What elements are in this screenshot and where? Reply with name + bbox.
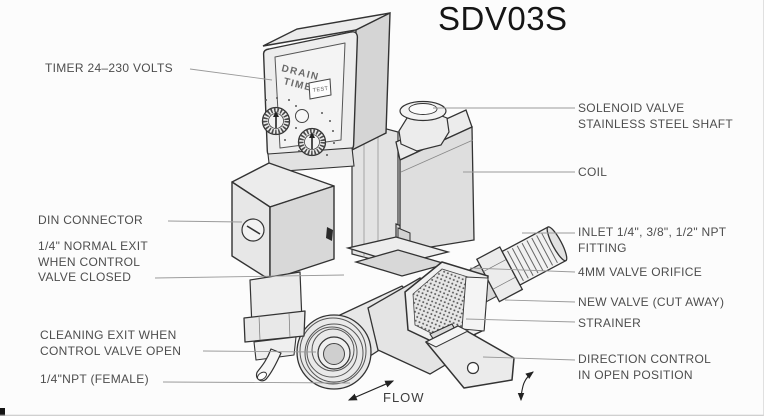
label-solenoid-valve: SOLENOID VALVE STAINLESS STEEL SHAFT xyxy=(578,101,734,131)
handle-hole xyxy=(466,361,480,375)
label-direction-control: DIRECTION CONTROL IN OPEN POSITION xyxy=(578,352,712,382)
din-connector-box xyxy=(231,162,335,382)
label-coil: COIL xyxy=(578,165,608,179)
label-timer-volts: TIMER 24–230 VOLTS xyxy=(45,61,173,75)
leader-orifice xyxy=(469,267,576,273)
leader-lines xyxy=(154,68,576,384)
leader-new-valve xyxy=(504,299,576,303)
lever-swing-arrow xyxy=(517,371,534,402)
din-right-face xyxy=(269,185,335,281)
flow-direction-arrow xyxy=(347,380,395,401)
leader-direction xyxy=(482,356,576,361)
timer-scale-ticks xyxy=(265,97,335,156)
label-inlet-fitting: INLET 1/4", 3/8", 1/2" NPT FITTING xyxy=(578,225,727,255)
leader-normal-exit xyxy=(154,274,345,279)
label-npt-female: 1/4"NPT (FEMALE) xyxy=(40,372,149,386)
label-new-valve: NEW VALVE (CUT AWAY) xyxy=(578,295,725,309)
leader-cleaning-exit xyxy=(202,350,317,353)
test-button xyxy=(308,78,332,100)
drain-tube-opening xyxy=(257,371,267,381)
leader-timer xyxy=(189,68,273,81)
valve-body xyxy=(296,226,568,390)
test-button-label: TEST xyxy=(312,86,329,94)
din-clip xyxy=(326,227,333,241)
coil-block xyxy=(395,109,475,253)
timer-right-face xyxy=(351,11,391,152)
strainer-cutaway xyxy=(404,261,489,349)
control-handle xyxy=(424,323,515,389)
coil-front-face xyxy=(399,125,475,253)
label-strainer: STRAINER xyxy=(578,316,642,330)
label-cleaning-exit: CLEANING EXIT WHEN CONTROL VALVE OPEN xyxy=(40,328,182,358)
leader-strainer xyxy=(465,318,576,323)
timer-indicator xyxy=(295,109,309,123)
leader-din xyxy=(167,220,243,223)
leader-npt xyxy=(162,381,351,384)
label-din-connector: DIN CONNECTOR xyxy=(38,213,144,227)
timer-knob-left xyxy=(261,106,291,136)
label-flow: FLOW xyxy=(383,390,425,405)
scan-corner-mark xyxy=(0,408,5,416)
label-valve-orifice: 4MM VALVE ORIFICE xyxy=(578,265,703,279)
label-normal-exit: 1/4" NORMAL EXIT WHEN CONTROL VALVE CLOS… xyxy=(38,239,148,284)
timer-knob-right xyxy=(297,127,327,157)
diagram-title: SDV03S xyxy=(438,0,568,37)
solenoid-shaft xyxy=(398,100,450,152)
